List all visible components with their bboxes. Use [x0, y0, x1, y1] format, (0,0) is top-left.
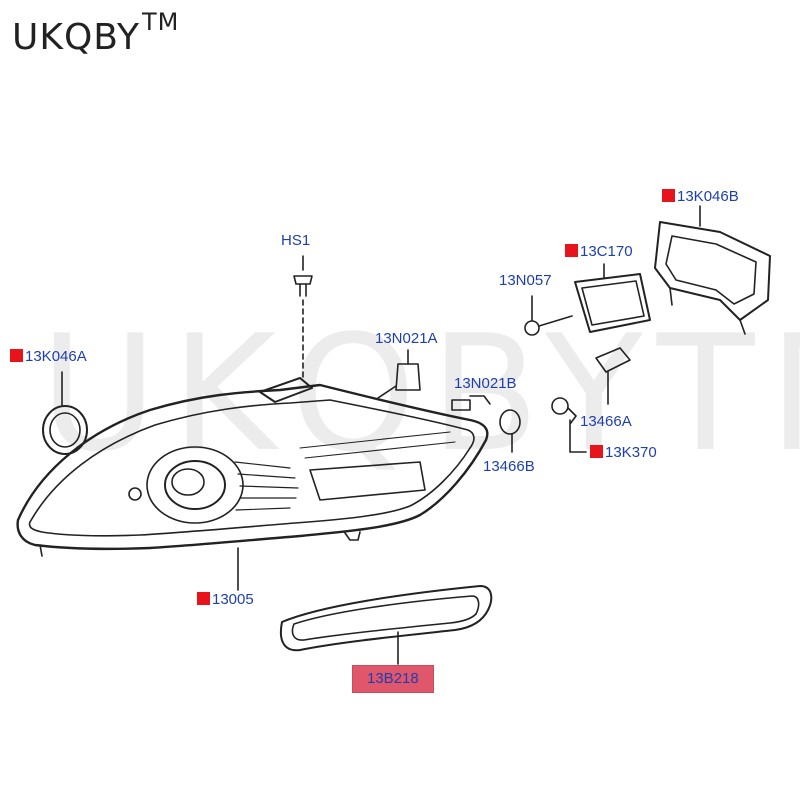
ballast-13c170	[574, 263, 651, 333]
bulb-13n021b	[451, 395, 491, 411]
callout-13005-label: 13005	[212, 591, 254, 608]
bulb-13466b	[499, 409, 521, 453]
callout-13k046a-label: 13K046A	[25, 348, 87, 365]
cap-13k046a	[42, 371, 88, 455]
bracket-13k046b	[654, 205, 771, 335]
callout-13005: 13005	[197, 591, 254, 609]
callout-13b218-label: 13B218	[367, 670, 419, 687]
callout-13k046b-label: 13K046B	[677, 188, 739, 205]
callout-13466b: 13466B	[483, 458, 535, 476]
marker-icon	[662, 189, 675, 202]
headlamp-assembly	[16, 377, 489, 557]
callout-13b218: 13B218	[352, 665, 434, 693]
marker-icon	[565, 244, 578, 257]
callout-13k046b: 13K046B	[662, 188, 739, 206]
bulb-13466a	[595, 347, 631, 405]
callout-13466b-label: 13466B	[483, 458, 535, 475]
callout-13466a-label: 13466A	[580, 413, 632, 430]
brand-name: UKQBY	[12, 17, 141, 58]
callout-13n057-label: 13N057	[499, 272, 552, 289]
callout-13k370-label: 13K370	[605, 444, 657, 461]
callout-13n021b: 13N021B	[454, 375, 517, 393]
callout-13k046a: 13K046A	[10, 348, 87, 366]
callout-13n021a-label: 13N021A	[375, 330, 438, 347]
callout-13k370: 13K370	[590, 444, 657, 462]
callout-13n021a: 13N021A	[375, 330, 438, 348]
callout-hs1-label: HS1	[281, 232, 311, 249]
callout-13c170: 13C170	[565, 243, 633, 261]
brand-logo: UKQBYTM	[12, 8, 179, 58]
bezel-13b218	[280, 585, 493, 665]
callout-13n057: 13N057	[499, 272, 552, 290]
marker-icon	[10, 349, 23, 362]
bulb-13n021a	[377, 349, 421, 399]
callout-hs1: HS1	[281, 232, 310, 250]
brand-trademark: TM	[142, 8, 180, 36]
socket-13k370	[551, 397, 587, 453]
marker-icon	[590, 445, 603, 458]
callout-13466a: 13466A	[580, 413, 632, 431]
marker-icon	[197, 592, 210, 605]
hs1-screw	[293, 255, 313, 381]
screw-13n057	[524, 295, 573, 336]
callout-13c170-label: 13C170	[580, 243, 633, 260]
callout-13n021b-label: 13N021B	[454, 375, 517, 392]
